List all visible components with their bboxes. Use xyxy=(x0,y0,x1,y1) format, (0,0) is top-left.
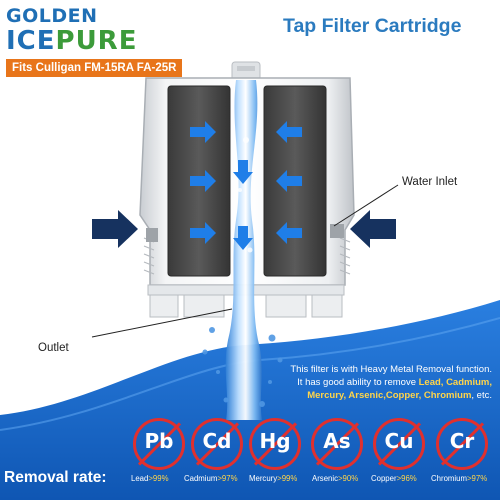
rate-cadmium: Cadmium>97% xyxy=(184,474,238,483)
info-paragraph: This filter is with Heavy Metal Removal … xyxy=(246,363,492,402)
brand-line1: GOLDEN xyxy=(6,5,98,27)
outlet-label: Outlet xyxy=(38,342,69,354)
rate-lead: Lead>99% xyxy=(131,474,169,483)
arsenic-prohibit-icon: As xyxy=(311,418,363,470)
inlet-arrow-left-icon xyxy=(92,210,138,248)
brand-ice: ICE xyxy=(6,26,56,56)
water-inlet-label: Water Inlet xyxy=(402,176,458,188)
removal-rates: Lead>99% Cadmium>97% Mercury>99% Arsenic… xyxy=(0,474,500,488)
rate-mercury: Mercury>99% xyxy=(249,474,298,483)
water-stream xyxy=(225,80,262,420)
rate-copper: Copper>96% xyxy=(371,474,417,483)
chromium-prohibit-icon: Cr xyxy=(436,418,488,470)
product-title: Tap Filter Cartridge xyxy=(283,15,462,37)
brand-line2: ICEPURE xyxy=(6,26,176,56)
info-line2: It has good ability to remove Lead, Cadm… xyxy=(297,377,492,388)
info-line1: This filter is with Heavy Metal Removal … xyxy=(290,364,492,375)
lead-prohibit-icon: Pb xyxy=(133,418,185,470)
compatibility-badge: Fits Culligan FM-15RA FA-25R xyxy=(6,59,183,77)
brand-pure: PURE xyxy=(55,26,138,56)
heavy-metal-icons: Pb Cd Hg As Cu Cr xyxy=(0,418,500,470)
rate-arsenic: Arsenic>90% xyxy=(312,474,359,483)
inlet-arrow-right-icon xyxy=(350,210,396,248)
copper-prohibit-icon: Cu xyxy=(373,418,425,470)
cadmium-prohibit-icon: Cd xyxy=(191,418,243,470)
removal-rate-label: Removal rate: xyxy=(4,469,107,486)
brand-logo: GOLDEN ICEPURE Fits Culligan FM-15RA FA-… xyxy=(6,5,183,77)
info-line3: Mercury, Arsenic,Copper, Chromium, etc. xyxy=(307,390,492,401)
mercury-prohibit-icon: Hg xyxy=(249,418,301,470)
rate-chromium: Chromium>97% xyxy=(431,474,488,483)
